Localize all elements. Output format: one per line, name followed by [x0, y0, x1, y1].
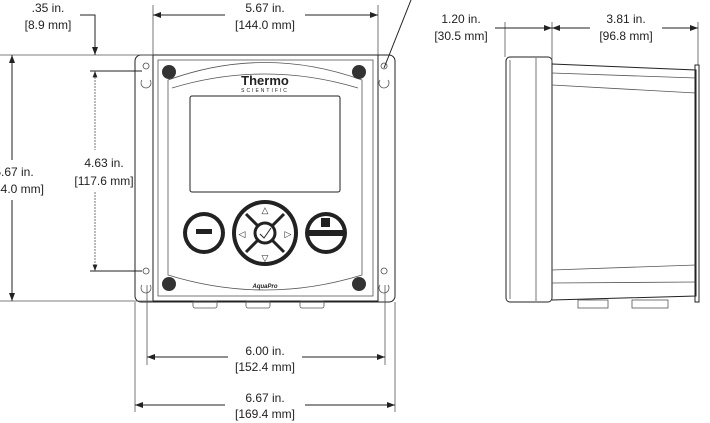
- rear-depth-mm: [96.8 mm]: [599, 29, 652, 43]
- front-depth-in: 1.20 in.: [441, 12, 480, 26]
- front-bezel: [167, 62, 363, 291]
- height-housing-in: 5.67 in.: [0, 165, 34, 179]
- width-housing-in: 5.67 in.: [245, 1, 284, 15]
- home-icon: [321, 218, 330, 227]
- bezel-curve: [171, 73, 359, 89]
- rear-depth-in: 3.81 in.: [606, 12, 645, 26]
- arrow-down-icon[interactable]: ▽: [262, 253, 269, 263]
- mounting-holes: [140, 62, 390, 294]
- side-view: [505, 56, 700, 309]
- rear-housing: [551, 63, 697, 301]
- top-offset-in: .35 in.: [32, 1, 65, 15]
- rear-flange: [694, 64, 700, 303]
- overall-width-mm: [169.4 mm]: [235, 407, 295, 421]
- brand-logo: Thermo: [241, 73, 289, 88]
- overall-width-in: 6.67 in.: [245, 391, 284, 405]
- front-dimensions: 5.67 in. [144.0 mm] .35 in. [8.9 mm] 5.6…: [0, 1, 396, 423]
- product-label: AquaPro: [251, 284, 277, 290]
- hole-vertical-in: 4.63 in.: [84, 156, 123, 170]
- hole-horizontal-in: 6.00 in.: [245, 344, 284, 358]
- arrow-up-icon[interactable]: △: [262, 205, 269, 215]
- front-depth-mm: [30.5 mm]: [434, 29, 487, 43]
- top-offset-mm: [8.9 mm]: [25, 18, 72, 32]
- brand-sub: SCIENTIFIC: [241, 88, 289, 94]
- side-cable-glands: [577, 299, 669, 309]
- display-screen: [189, 95, 341, 193]
- check-icon: [259, 227, 272, 239]
- hole-vertical-mm: [117.6 mm]: [74, 174, 133, 188]
- width-housing-mm: [144.0 mm]: [235, 18, 295, 32]
- arrow-left-icon[interactable]: ◁: [239, 229, 246, 239]
- leader-line: [383, 0, 412, 69]
- cable-glands: [192, 300, 325, 309]
- usb-icon: [196, 229, 212, 234]
- side-dimensions: 1.20 in. [30.5 mm] 3.81 in. [96.8 mm]: [434, 12, 699, 65]
- arrow-right-icon[interactable]: ▷: [285, 229, 292, 239]
- front-bezel-side: [505, 56, 553, 303]
- corner-screws: [162, 65, 366, 291]
- hole-horizontal-mm: [152.4 mm]: [235, 360, 295, 374]
- enter-button[interactable]: [253, 221, 277, 245]
- front-view: Thermo SCIENTIFIC △ ▽ ◁ ▷ AquaPro: [134, 0, 412, 309]
- keypad: △ ▽ ◁ ▷: [183, 200, 347, 266]
- height-housing-mm: [144.0 mm]: [0, 182, 44, 196]
- housing-inner-edge: [157, 59, 374, 297]
